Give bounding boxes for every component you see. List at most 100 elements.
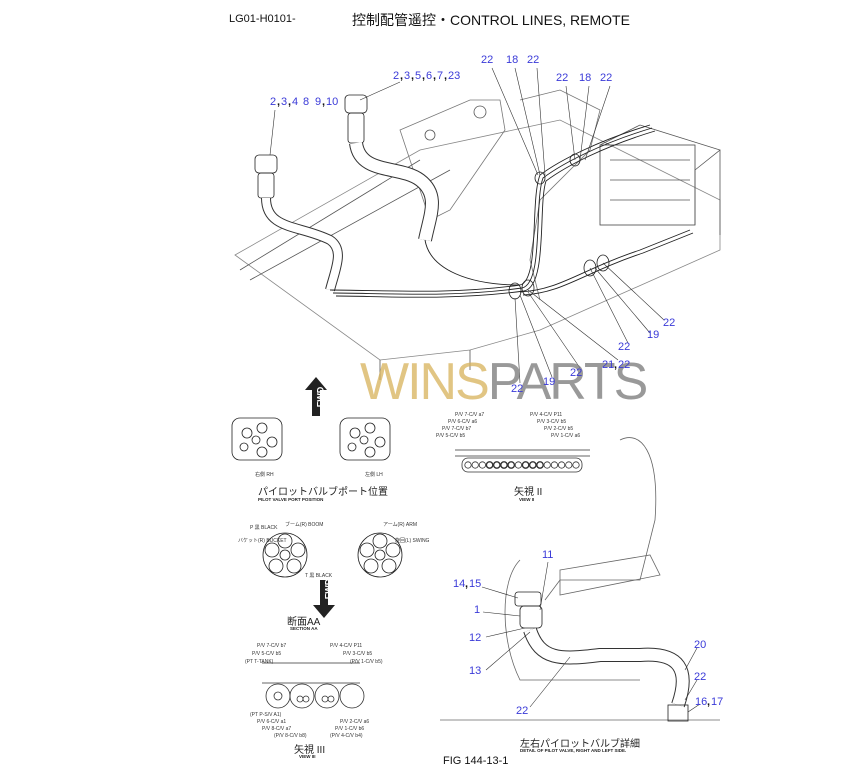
callout-3[interactable]: 3 bbox=[281, 96, 288, 108]
separator: , bbox=[707, 696, 711, 708]
separator: , bbox=[322, 96, 326, 108]
separator: , bbox=[277, 96, 281, 108]
callout-22[interactable]: 22 bbox=[663, 317, 676, 329]
port-label: P/V 6-C/V a6 bbox=[448, 419, 478, 425]
callout-22[interactable]: 22 bbox=[618, 341, 631, 353]
port-circle bbox=[464, 461, 472, 469]
port-circle bbox=[536, 461, 544, 469]
section-label: バケット(R) BUCKET bbox=[238, 538, 287, 544]
port-circle bbox=[507, 461, 516, 469]
callout-19[interactable]: 19 bbox=[543, 376, 556, 388]
port-label: P/V 7-C/V b7 bbox=[442, 426, 472, 432]
port-label: P/V 1-C/V a6 bbox=[551, 433, 581, 439]
port-label: (PT T-TANK) bbox=[245, 659, 274, 665]
callout-19[interactable]: 19 bbox=[647, 329, 660, 341]
callout-18[interactable]: 18 bbox=[506, 54, 519, 66]
port-label: P/V 3-C/V b5 bbox=[343, 651, 373, 657]
section-label: P 黒 BLACK bbox=[250, 525, 278, 531]
separator: , bbox=[465, 578, 469, 590]
port-circle bbox=[521, 461, 530, 469]
separator: , bbox=[288, 96, 292, 108]
callout-22[interactable]: 22 bbox=[511, 383, 524, 395]
callout-1[interactable]: 1 bbox=[474, 604, 481, 616]
fwd-label: FWD bbox=[315, 386, 326, 408]
port-circle bbox=[543, 461, 551, 469]
port-circle bbox=[478, 461, 486, 469]
port-label: P/V 6-C/V a1 bbox=[257, 719, 287, 725]
callout-22[interactable]: 22 bbox=[618, 359, 631, 371]
callout-12[interactable]: 12 bbox=[469, 632, 482, 644]
caption-detail: 左右パイロットバルブ詳細 bbox=[520, 739, 640, 750]
watermark-part2: PARTS bbox=[487, 353, 649, 411]
callout-22[interactable]: 22 bbox=[481, 54, 494, 66]
callout-2[interactable]: 2 bbox=[270, 96, 277, 108]
page-title: 控制配管遥控・CONTROL LINES, REMOTE bbox=[352, 12, 630, 28]
callout-5[interactable]: 5 bbox=[415, 70, 422, 82]
callout-22[interactable]: 22 bbox=[600, 72, 613, 84]
section-label: T 黒 BLACK bbox=[305, 573, 333, 579]
caption-section-aa-en: SECTION AA bbox=[290, 626, 318, 631]
separator: , bbox=[444, 70, 448, 82]
port-label: P/V 8-C/V a7 bbox=[262, 726, 292, 732]
port-label: P/V 7-C/V a7 bbox=[455, 412, 485, 418]
port-circle bbox=[492, 461, 501, 469]
callout-17[interactable]: 17 bbox=[711, 696, 724, 708]
watermark: WINSPARTS bbox=[360, 352, 649, 412]
callout-22[interactable]: 22 bbox=[516, 705, 529, 717]
separator: , bbox=[433, 70, 437, 82]
callout-8[interactable]: 8 bbox=[303, 96, 310, 108]
port-circle bbox=[471, 461, 479, 469]
port-circle bbox=[572, 461, 580, 469]
callout-7[interactable]: 7 bbox=[437, 70, 444, 82]
callout-15[interactable]: 15 bbox=[469, 578, 482, 590]
port-circle bbox=[557, 461, 566, 469]
callout-2[interactable]: 2 bbox=[393, 70, 400, 82]
separator: , bbox=[400, 70, 404, 82]
side-label-lh: 左側 LH bbox=[365, 472, 383, 478]
callout-9[interactable]: 9 bbox=[315, 96, 322, 108]
port-label: P/V 4-C/V P11 bbox=[530, 412, 563, 418]
port-label: P/V 5-C/V b5 bbox=[436, 433, 466, 439]
callout-18[interactable]: 18 bbox=[579, 72, 592, 84]
port-label: (P/V 8-C/V b8) bbox=[274, 733, 307, 739]
port-label: P/V 2-C/V a6 bbox=[340, 719, 370, 725]
port-circle bbox=[565, 461, 573, 469]
section-label: アーム(R) ARM bbox=[383, 522, 417, 528]
caption-view3-en: VIEW III bbox=[299, 754, 316, 759]
port-circle bbox=[485, 461, 494, 469]
side-label-rh: 右側 RH bbox=[255, 472, 274, 478]
callout-22[interactable]: 22 bbox=[694, 671, 707, 683]
callout-13[interactable]: 13 bbox=[469, 665, 482, 677]
figure-number: FIG 144-13-1 bbox=[443, 755, 509, 767]
callout-10[interactable]: 10 bbox=[326, 96, 339, 108]
port-label: (P/V 4-C/V b4) bbox=[330, 733, 363, 739]
callout-21[interactable]: 21 bbox=[602, 359, 615, 371]
callout-22[interactable]: 22 bbox=[570, 367, 583, 379]
section-label: 旋回(L) SWING bbox=[395, 538, 430, 544]
watermark-part1: WINS bbox=[360, 353, 490, 411]
port-label: P/V 3-C/V b5 bbox=[537, 419, 567, 425]
separator: , bbox=[411, 70, 415, 82]
callout-14[interactable]: 14 bbox=[453, 578, 466, 590]
callout-22[interactable]: 22 bbox=[527, 54, 540, 66]
callout-16[interactable]: 16 bbox=[695, 696, 708, 708]
callout-3[interactable]: 3 bbox=[404, 70, 411, 82]
callout-23[interactable]: 23 bbox=[448, 70, 461, 82]
port-label: (PT P-S/V A1) bbox=[250, 712, 282, 718]
port-label: P/V 1-C/V b6 bbox=[335, 726, 365, 732]
port-label: P/V 4-C/V P11 bbox=[330, 643, 363, 649]
port-label: P/V 2-C/V b5 bbox=[544, 426, 574, 432]
caption-pilot-port: パイロットバルブポート位置 bbox=[258, 487, 388, 498]
port-label: (P/V 1-C/V b5) bbox=[350, 659, 383, 665]
callout-6[interactable]: 6 bbox=[426, 70, 433, 82]
callout-4[interactable]: 4 bbox=[292, 96, 299, 108]
caption-detail-en: DETAIL OF PILOT VALVE, RIGHT AND LEFT SI… bbox=[520, 748, 627, 753]
port-circle bbox=[514, 461, 523, 469]
callout-22[interactable]: 22 bbox=[556, 72, 569, 84]
callout-11[interactable]: 11 bbox=[542, 549, 554, 561]
caption-section-aa: 断面AA bbox=[287, 617, 321, 628]
caption-view2-en: VIEW II bbox=[519, 497, 535, 502]
callout-20[interactable]: 20 bbox=[694, 639, 707, 651]
separator: , bbox=[614, 359, 618, 371]
